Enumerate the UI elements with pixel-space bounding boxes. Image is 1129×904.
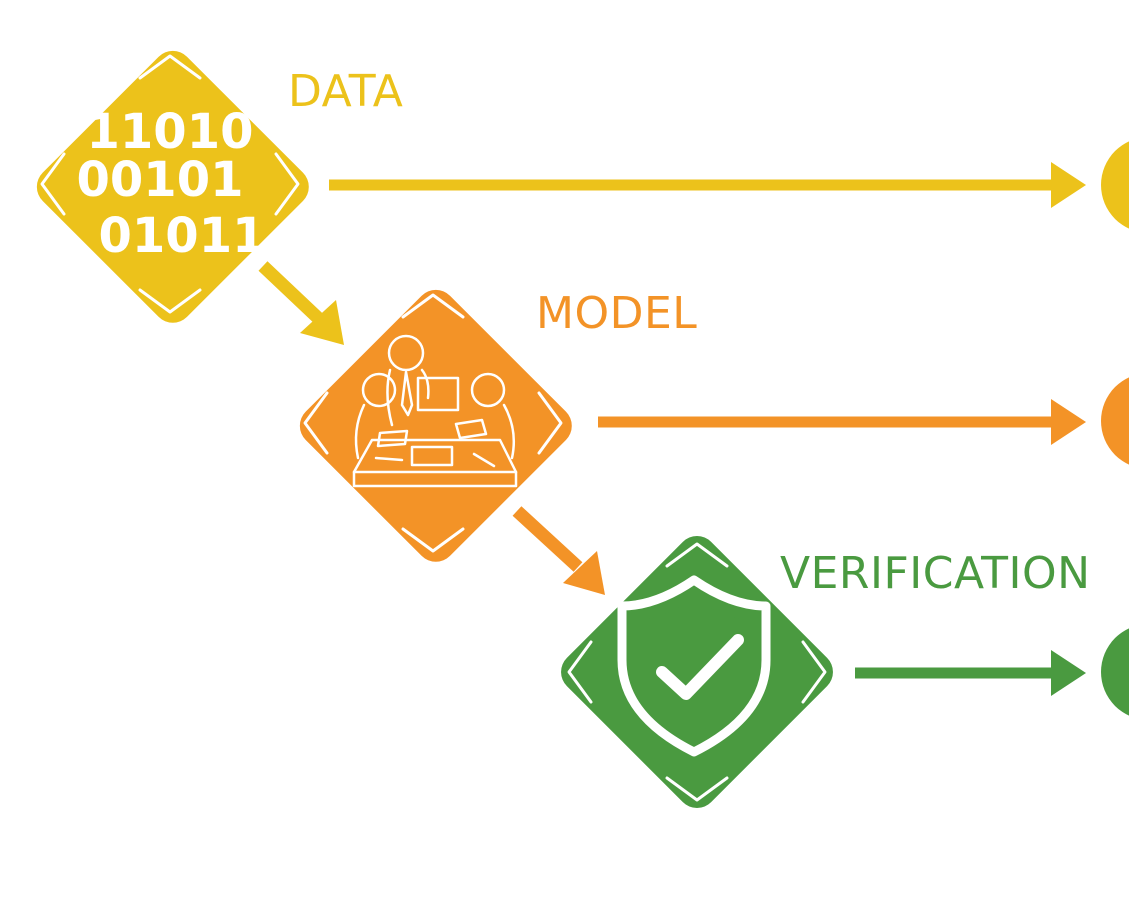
verification-diamond-corners xyxy=(567,542,827,802)
model-output-arrow xyxy=(598,399,1086,445)
stage-verification: VERIFICATION xyxy=(561,536,1129,808)
binary-line-1: 11010 xyxy=(87,104,254,160)
data-diamond-corners xyxy=(40,54,300,314)
stage-model: MODEL xyxy=(299,288,1129,595)
stage-data: 11010 00101 01011 DATA xyxy=(36,50,1129,345)
shield-check-icon xyxy=(617,575,771,757)
team-meeting-icon xyxy=(352,334,518,488)
stage-label-data: DATA xyxy=(288,66,403,117)
model-terminal-node xyxy=(1101,377,1129,465)
stage-label-model: MODEL xyxy=(536,288,697,339)
data-output-arrow xyxy=(329,162,1086,208)
binary-line-3: 01011 xyxy=(99,208,266,264)
verification-output-arrow xyxy=(855,650,1086,696)
stage-label-verification: VERIFICATION xyxy=(780,548,1091,599)
model-diamond-corners xyxy=(303,293,563,553)
verification-terminal-node xyxy=(1101,628,1129,716)
binary-code-icon: 11010 00101 01011 xyxy=(77,104,266,264)
model-to-verification-arrow xyxy=(512,506,605,595)
model-diamond xyxy=(299,289,572,562)
data-to-model-arrow xyxy=(258,261,344,345)
data-diamond xyxy=(36,50,309,323)
data-terminal-node xyxy=(1101,141,1129,229)
binary-line-2: 00101 xyxy=(77,152,244,208)
